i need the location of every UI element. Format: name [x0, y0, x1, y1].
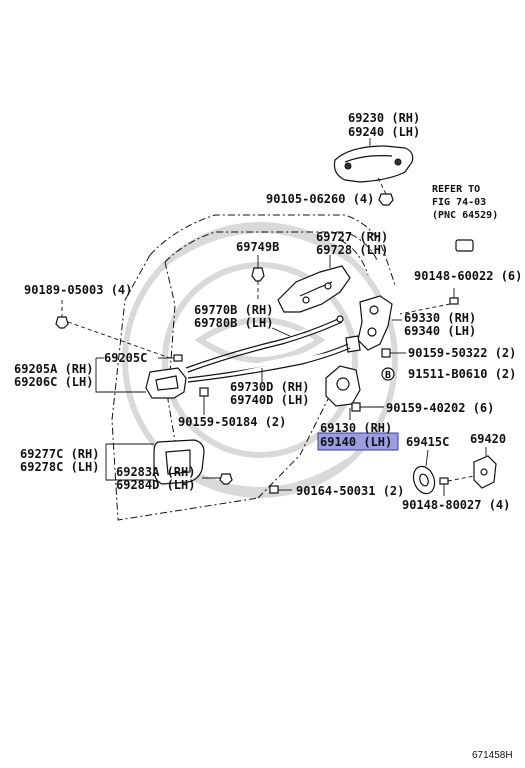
- label-69278c[interactable]: 69278C (LH): [20, 460, 99, 474]
- screw-90159-40202: [351, 402, 384, 412]
- clip-69205c: [158, 354, 183, 362]
- label-69277c[interactable]: 69277C (RH): [20, 447, 99, 461]
- label-69205a[interactable]: 69205A (RH): [14, 362, 93, 376]
- mark-b-label: B: [385, 370, 391, 381]
- handle-bezel-69277c: [105, 439, 205, 485]
- selected-part-highlight[interactable]: [317, 432, 399, 451]
- label-90159-50322[interactable]: 90159-50322 (2): [408, 346, 516, 360]
- door-latch-69130: [325, 365, 361, 420]
- label-69284d[interactable]: 69284D (LH): [116, 478, 195, 492]
- clip-90189: [55, 300, 171, 359]
- bolt-90105: [377, 177, 394, 206]
- inside-handle-69205a: [95, 357, 187, 399]
- label-69770b[interactable]: 69770B (RH): [194, 303, 273, 317]
- label-69730d[interactable]: 69730D (RH): [230, 380, 309, 394]
- label-69340[interactable]: 69340 (LH): [404, 324, 476, 338]
- clip-69749b: [251, 255, 265, 300]
- label-refer-3: (PNC 64529): [432, 210, 498, 221]
- label-69140[interactable]: 69140 (LH): [320, 435, 392, 449]
- label-69206c[interactable]: 69206C (LH): [14, 375, 93, 389]
- label-refer-1: REFER TO: [432, 184, 480, 195]
- label-69415c[interactable]: 69415C: [406, 435, 449, 449]
- screw-90159-50184: [199, 387, 209, 415]
- watermark: [122, 222, 398, 498]
- screw-90164-50031: [269, 485, 292, 494]
- label-90159-50184[interactable]: 90159-50184 (2): [178, 415, 286, 429]
- label-69130[interactable]: 69130 (RH): [320, 421, 392, 435]
- label-69740d[interactable]: 69740D (LH): [230, 393, 309, 407]
- door-lock-69330: [345, 295, 402, 353]
- label-90148-60022[interactable]: 90148-60022 (6): [414, 269, 522, 283]
- label-91511[interactable]: 91511-B0610 (2): [408, 367, 516, 381]
- outside-handle: [333, 145, 414, 183]
- label-90159-40202[interactable]: 90159-40202 (6): [386, 401, 494, 415]
- label-refer-2[interactable]: FIG 74-03: [432, 197, 486, 208]
- label-69240[interactable]: 69240 (LH): [348, 125, 420, 139]
- cable-69770b: [185, 315, 344, 373]
- label-69283a[interactable]: 69283A (RH): [116, 465, 195, 479]
- refer-part-icon: [455, 239, 474, 252]
- label-69205c[interactable]: 69205C: [104, 351, 147, 365]
- diagram-id: 671458H: [472, 750, 513, 761]
- label-90105[interactable]: 90105-06260 (4): [266, 192, 374, 206]
- label-69727[interactable]: 69727 (RH): [316, 230, 388, 244]
- label-90148-80027[interactable]: 90148-80027 (4): [402, 498, 510, 512]
- mark-b: B: [381, 367, 395, 381]
- screw-90159-50322: [381, 348, 406, 358]
- handle-frame-69727: [277, 255, 351, 313]
- label-69330[interactable]: 69330 (RH): [404, 311, 476, 325]
- label-90189[interactable]: 90189-05003 (4): [24, 283, 132, 297]
- clip-69283a: [202, 473, 233, 485]
- label-69780b[interactable]: 69780B (LH): [194, 316, 273, 330]
- label-69420[interactable]: 69420: [470, 432, 506, 446]
- striker-69415c: [412, 449, 436, 495]
- screw-90148-60022: [399, 288, 459, 315]
- label-69749b[interactable]: 69749B: [236, 240, 279, 254]
- door-outline: [111, 214, 396, 521]
- cable-69730d: [187, 343, 351, 383]
- label-90164[interactable]: 90164-50031 (2): [296, 484, 404, 498]
- label-69230[interactable]: 69230 (RH): [348, 111, 420, 125]
- label-69728[interactable]: 69728 (LH): [316, 243, 388, 257]
- striker-plate-69420: [473, 447, 497, 489]
- screw-90148-80027: [439, 475, 475, 496]
